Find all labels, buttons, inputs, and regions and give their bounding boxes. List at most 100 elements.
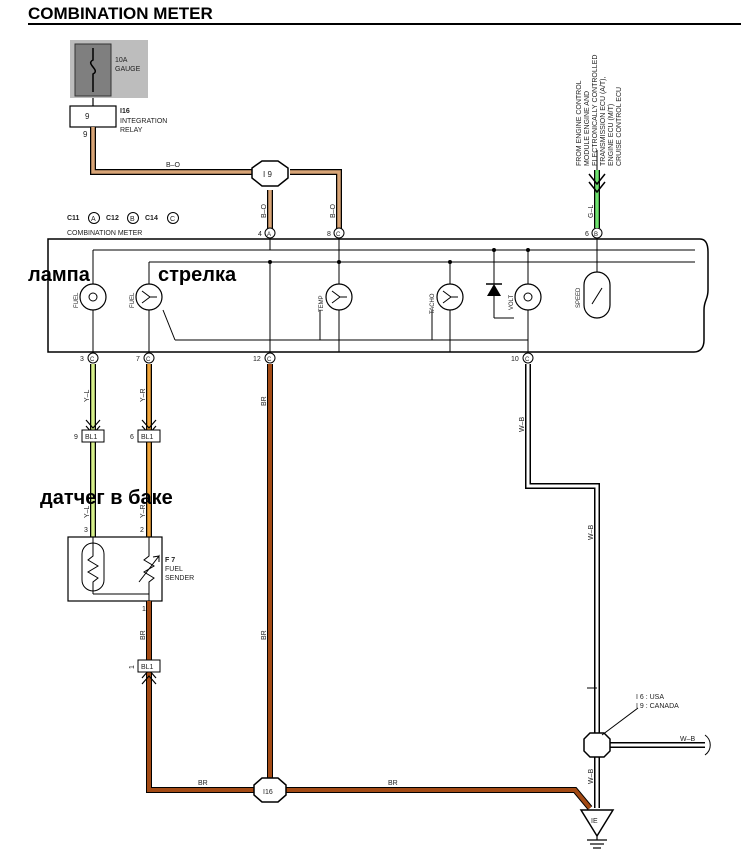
wire-label-y-l-top: Y–L	[84, 389, 91, 402]
bl1-bottom-pin: 1	[129, 665, 136, 669]
fuse-element-icon	[90, 48, 96, 92]
bl1-right-label: BL1	[141, 434, 154, 441]
sender-name-line1: FUEL	[165, 566, 183, 573]
wire-label-br-top: BR	[261, 396, 268, 406]
connector-c12-mark	[127, 212, 139, 224]
ecu-note: FROM ENGINE CONTROL MODULE ENGINE AND EL…	[576, 55, 623, 166]
fuel-lamp-filament-icon	[88, 292, 98, 302]
wire-label-w-b-right: W–B	[680, 736, 696, 743]
pin-12-mark: C	[267, 357, 272, 363]
relay-box	[69, 105, 117, 128]
top-pins	[264, 227, 603, 239]
wire-label-g-l: G–L	[588, 205, 595, 218]
speed-gauge-label: SPEED	[576, 287, 582, 308]
bl1-left-pin: 9	[74, 434, 78, 441]
wire-label-y-l-bottom: Y–L	[84, 505, 91, 518]
combination-meter-box	[47, 238, 709, 353]
fuel-sender-variable-arrow-icon	[138, 554, 160, 583]
bl1-connector-left	[81, 429, 105, 443]
wire-w-b	[525, 364, 711, 808]
annotation-sensor: датчег в баке	[40, 487, 173, 509]
ground-bars-icon	[587, 836, 607, 849]
pin-12: 12	[253, 356, 261, 363]
wire-b-o	[90, 127, 342, 232]
wire-label-br-mid: BR	[261, 630, 268, 640]
junction-i16-label: I16	[263, 789, 273, 796]
junction-i9	[251, 160, 289, 187]
pin-6: 6	[585, 231, 589, 238]
region-note-usa: I 6 : USA	[636, 694, 664, 701]
connector-c11-mark	[88, 212, 100, 224]
connector-c14: C14	[145, 215, 158, 222]
wire-br	[141, 364, 593, 810]
wire-label-b-o-top: B–O	[166, 162, 181, 169]
fuel-gauge-needle-icon	[141, 290, 157, 304]
junction-i9-label: I 9	[263, 170, 272, 179]
bl1-right-pin: 6	[130, 434, 134, 441]
connector-c14-mark	[167, 212, 179, 224]
junction-i16	[253, 777, 287, 803]
pin-8: 8	[327, 231, 331, 238]
annotation-needle: стрелка	[158, 264, 237, 286]
meter-junction-dots	[268, 248, 530, 264]
tacho-gauge-needle-icon	[442, 290, 458, 304]
fuel-lamp-label: FUEL	[74, 292, 80, 308]
connector-c11-letter: A	[91, 216, 96, 223]
connector-c11: C11	[67, 215, 80, 222]
connector-c14-letter: C	[170, 216, 175, 223]
pin-c-mark: C	[336, 232, 341, 238]
temp-gauge-icon	[325, 283, 353, 311]
fuel-gauge-label: FUEL	[130, 292, 136, 308]
temp-gauge-label: TEMP	[319, 295, 325, 312]
fuse-rating: 10A	[115, 57, 128, 64]
ground-label: IE	[591, 818, 598, 825]
relay-pin-top: 9	[85, 112, 90, 121]
wire-label-b-o-left: B–O	[261, 203, 268, 218]
volt-gauge-inner-icon	[523, 292, 533, 302]
diagram-title: COMBINATION METER	[28, 4, 213, 23]
bl1-connector-right	[137, 429, 161, 443]
bottom-pins	[87, 352, 534, 364]
wire-label-br-sender: BR	[140, 630, 147, 640]
ecu-note-line6: CRUISE CONTROL ECU	[616, 87, 623, 166]
speed-sensor-icon	[583, 271, 611, 319]
wire-label-b-o-right: B–O	[330, 203, 337, 218]
bl1-connector-bottom	[137, 659, 161, 673]
pin-3-mark: C	[90, 357, 95, 363]
wire-y-l	[85, 364, 101, 537]
junction-i6-i9	[583, 732, 611, 758]
wire-label-br-right: BR	[388, 780, 398, 787]
bl1-bottom-label: BL1	[141, 664, 154, 671]
meter-internal-wiring	[92, 238, 695, 353]
sender-id: F 7	[165, 557, 175, 564]
relay-id: I16	[120, 108, 130, 115]
bl1-left-label: BL1	[85, 434, 98, 441]
pin-7: 7	[136, 356, 140, 363]
pin-a-mark: A	[267, 232, 271, 238]
pin-10: 10	[511, 356, 519, 363]
fuel-sender-coil-icon	[87, 548, 99, 586]
pin-b-mark: B	[594, 232, 598, 238]
temp-gauge-needle-icon	[331, 290, 347, 304]
sender-name-line2: SENDER	[165, 575, 194, 582]
region-note-canada: I 9 : CANADA	[636, 703, 679, 710]
fuel-gauge-icon	[135, 283, 163, 311]
fuel-lamp-icon	[79, 283, 107, 311]
tacho-gauge-label: TACHO	[430, 293, 436, 314]
pin-4: 4	[258, 231, 262, 238]
connector-c12-letter: B	[130, 216, 135, 223]
relay-pin-bottom: 9	[83, 130, 88, 139]
wire-label-w-b-top: W–B	[519, 417, 526, 433]
tacho-gauge-icon	[436, 283, 464, 311]
wire-y-r	[141, 364, 157, 537]
sender-pin-2: 2	[140, 527, 144, 534]
diode-icon	[487, 284, 501, 296]
region-note-leader	[601, 707, 639, 736]
pin-10-mark: C	[525, 357, 530, 363]
volt-gauge-label: VOLT	[509, 294, 515, 310]
volt-gauge-icon	[514, 283, 542, 311]
wire-g-l	[588, 170, 606, 228]
pin-7-mark: C	[146, 357, 151, 363]
ecu-note-line3: ELECTRONICALLY CONTROLLED	[592, 55, 599, 166]
